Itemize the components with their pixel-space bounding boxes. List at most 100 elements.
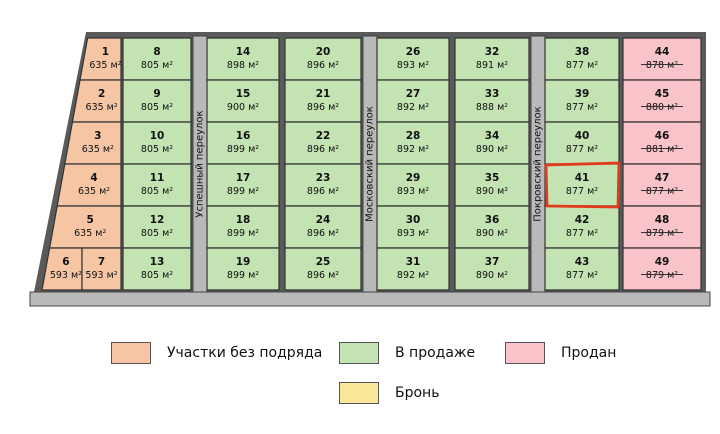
plot-12-shape[interactable] bbox=[122, 205, 192, 249]
plot-19-shape[interactable] bbox=[206, 247, 280, 291]
plot-14-shape[interactable] bbox=[206, 37, 280, 81]
plot-16-shape[interactable] bbox=[206, 121, 280, 165]
plot-11-shape[interactable] bbox=[122, 163, 192, 207]
plot-26-shape[interactable] bbox=[376, 37, 450, 81]
plot-44-shape[interactable] bbox=[622, 37, 702, 81]
plot-27-shape[interactable] bbox=[376, 79, 450, 123]
plot-32-shape[interactable] bbox=[454, 37, 530, 81]
plot-28-shape[interactable] bbox=[376, 121, 450, 165]
plot-45-shape[interactable] bbox=[622, 79, 702, 123]
plot-37-shape[interactable] bbox=[454, 247, 530, 291]
plot-35-shape[interactable] bbox=[454, 163, 530, 207]
plot-3-shape[interactable] bbox=[64, 121, 122, 165]
plot-6-shape[interactable] bbox=[41, 247, 83, 291]
plot-30-shape[interactable] bbox=[376, 205, 450, 249]
plot-42-shape[interactable] bbox=[544, 205, 620, 249]
plot-20-shape[interactable] bbox=[284, 37, 362, 81]
plot-10-shape[interactable] bbox=[122, 121, 192, 165]
plot-25-shape[interactable] bbox=[284, 247, 362, 291]
plot-43-shape[interactable] bbox=[544, 247, 620, 291]
plot-46-shape[interactable] bbox=[622, 121, 702, 165]
plot-5-shape[interactable] bbox=[48, 205, 122, 249]
plot-22-shape[interactable] bbox=[284, 121, 362, 165]
plot-36-shape[interactable] bbox=[454, 205, 530, 249]
plot-49-shape[interactable] bbox=[622, 247, 702, 291]
plot-47-shape[interactable] bbox=[622, 163, 702, 207]
plot-7-shape[interactable] bbox=[81, 247, 122, 291]
plot-34-shape[interactable] bbox=[454, 121, 530, 165]
plot-29-shape[interactable] bbox=[376, 163, 450, 207]
plot-40-shape[interactable] bbox=[544, 121, 620, 165]
plot-39-shape[interactable] bbox=[544, 79, 620, 123]
plot-1-shape[interactable] bbox=[79, 37, 122, 81]
plot-4-shape[interactable] bbox=[56, 163, 122, 207]
plot-23-shape[interactable] bbox=[284, 163, 362, 207]
plot-18-shape[interactable] bbox=[206, 205, 280, 249]
plot-24-shape[interactable] bbox=[284, 205, 362, 249]
plot-17-shape[interactable] bbox=[206, 163, 280, 207]
plot-15-shape[interactable] bbox=[206, 79, 280, 123]
plot-31-shape[interactable] bbox=[376, 247, 450, 291]
plot-8-shape[interactable] bbox=[122, 37, 192, 81]
plot-12-area: 805 м² bbox=[141, 228, 173, 239]
plot-2-shape[interactable] bbox=[71, 79, 122, 123]
plot-6-area: 593 м² bbox=[50, 270, 82, 281]
plot-48-shape[interactable] bbox=[622, 205, 702, 249]
plot-9-shape[interactable] bbox=[122, 79, 192, 123]
plot-13-shape[interactable] bbox=[122, 247, 192, 291]
plot-38-shape[interactable] bbox=[544, 37, 620, 81]
plot-41-shape[interactable] bbox=[544, 163, 620, 207]
plot-21-shape[interactable] bbox=[284, 79, 362, 123]
plot-33-shape[interactable] bbox=[454, 79, 530, 123]
